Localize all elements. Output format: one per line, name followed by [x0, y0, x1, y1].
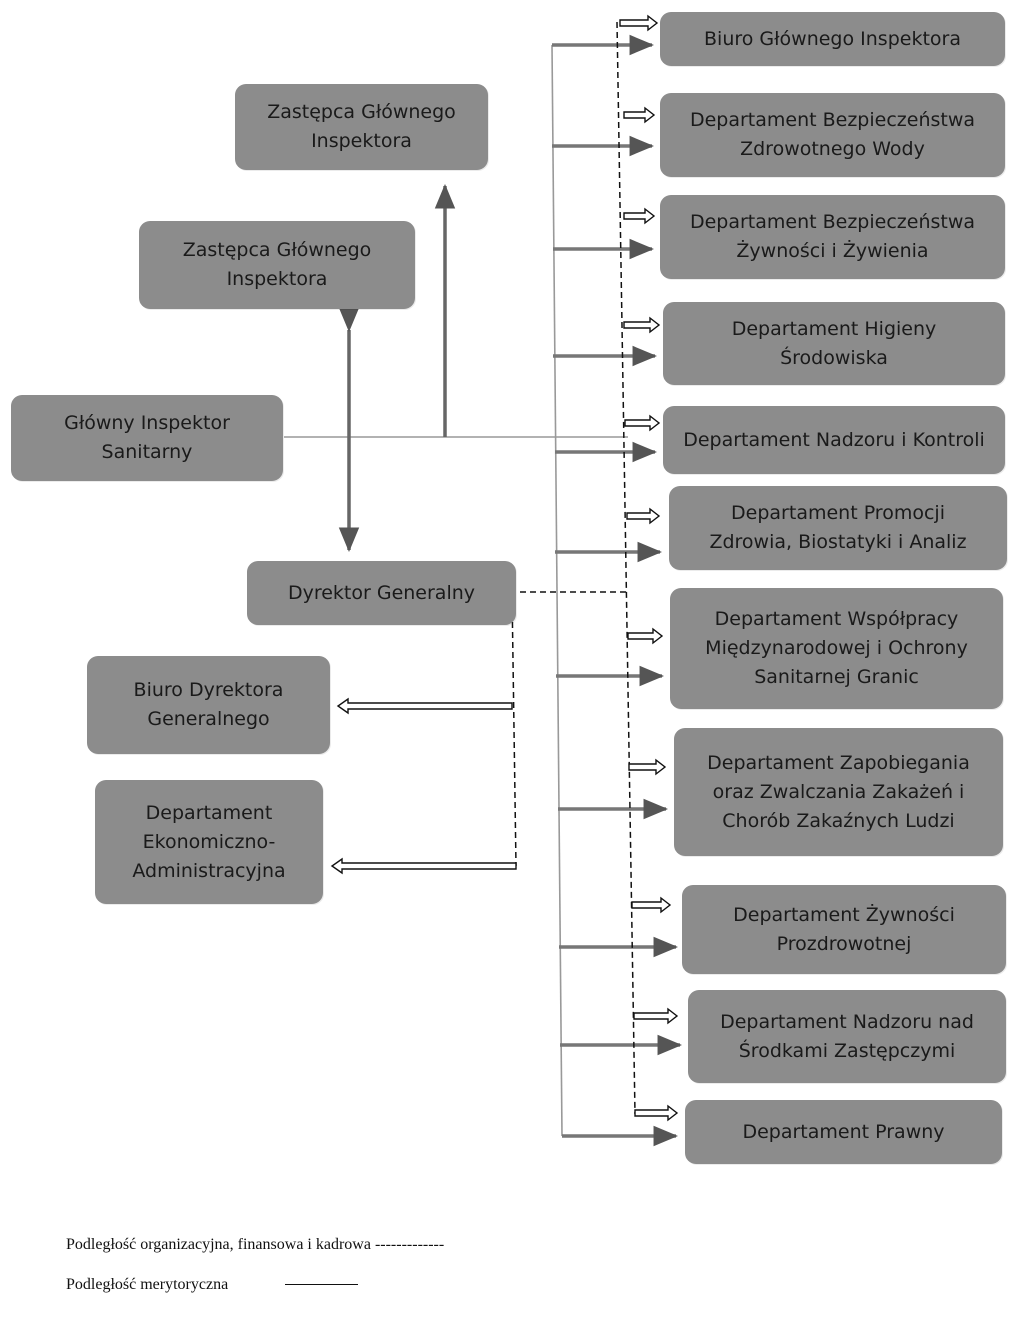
water-safety-department-box: Departament Bezpieczeństwa Zdrowotnego W… — [660, 93, 1005, 177]
director-office-box: Biuro Dyrektora Generalnego — [87, 656, 330, 754]
organizational-arrows-left — [330, 697, 517, 875]
substantive-arrows — [552, 34, 683, 1147]
legal-department-box: Departament Prawny — [685, 1100, 1002, 1164]
director-general-box: Dyrektor Generalny — [247, 561, 516, 625]
organizational-lines — [510, 21, 636, 1115]
health-food-department-box: Departament Żywności Prozdrowotnej — [682, 885, 1006, 974]
legend-substantive: Podległość merytoryczna — [66, 1276, 229, 1293]
left-dashed-trunk — [511, 591, 517, 867]
substitutes-supervision-department-box: Departament Nadzoru nad Środkami Zastępc… — [688, 990, 1006, 1083]
environmental-hygiene-department-box: Departament Higieny Środowiska — [663, 302, 1005, 385]
inspector-office-box: Biuro Głównego Inspektora — [660, 12, 1005, 66]
deputy-inspector-box-middle: Zastępca Głównego Inspektora — [139, 221, 415, 309]
legend-organizational: Podległość organizacyjna, finansowa i ka… — [66, 1236, 445, 1253]
food-safety-department-box: Departament Bezpieczeństwa Żywności i Ży… — [660, 195, 1005, 279]
main-inspector-box: Główny Inspektor Sanitarny — [11, 395, 283, 481]
substantive-trunk-line — [551, 44, 563, 1137]
economic-admin-department-box: Departament Ekonomiczno- Administracyjna — [95, 780, 323, 904]
infection-prevention-department-box: Departament Zapobiegania oraz Zwalczania… — [674, 728, 1003, 856]
legend-substantive-line — [285, 1284, 358, 1285]
health-promotion-department-box: Departament Promocji Zdrowia, Biostatyki… — [669, 486, 1007, 570]
deputy-inspector-box-top: Zastępca Głównego Inspektora — [235, 84, 488, 170]
organizational-arrows-right — [619, 14, 679, 1122]
supervision-control-department-box: Departament Nadzoru i Kontroli — [663, 406, 1005, 474]
international-cooperation-department-box: Departament Współpracy Międzynarodowej i… — [670, 588, 1003, 709]
right-dashed-trunk — [616, 21, 636, 1115]
